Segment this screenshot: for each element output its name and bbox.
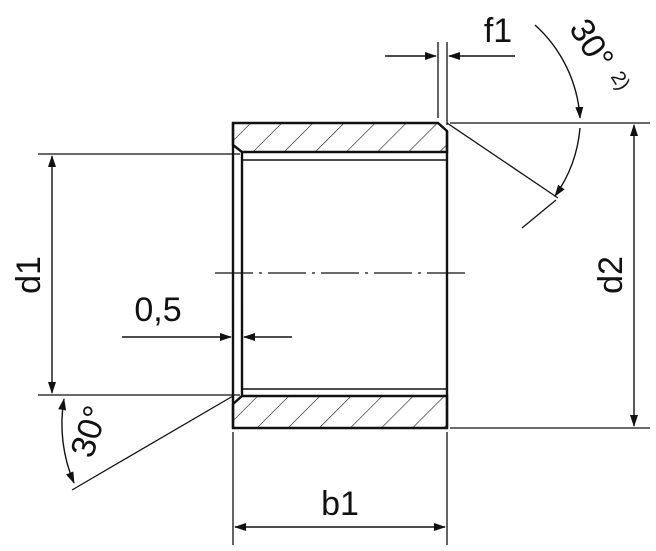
inner-chamfer-label: 30°	[64, 401, 116, 462]
inner-chamfer-leader	[71, 395, 234, 491]
d1-label: d1	[10, 256, 48, 294]
extension-lines	[38, 42, 650, 545]
top-wall-section	[231, 121, 449, 154]
offset-label: 0,5	[134, 291, 181, 329]
f1-label: f1	[484, 12, 512, 50]
outer-chamfer-tail	[521, 199, 557, 229]
outer-chamfer-note: 2)	[606, 67, 634, 94]
outer-chamfer-leader	[446, 122, 559, 199]
outer-chamfer-arc-lower	[554, 127, 581, 197]
outer-chamfer-label: 30°	[562, 12, 621, 76]
bottom-wall-section	[231, 394, 449, 430]
b1-label: b1	[321, 485, 359, 523]
inner-chamfer-arc	[58, 398, 75, 484]
bushing-body	[231, 121, 449, 430]
d2-label: d2	[592, 256, 630, 294]
outer-chamfer-arc	[534, 24, 584, 119]
